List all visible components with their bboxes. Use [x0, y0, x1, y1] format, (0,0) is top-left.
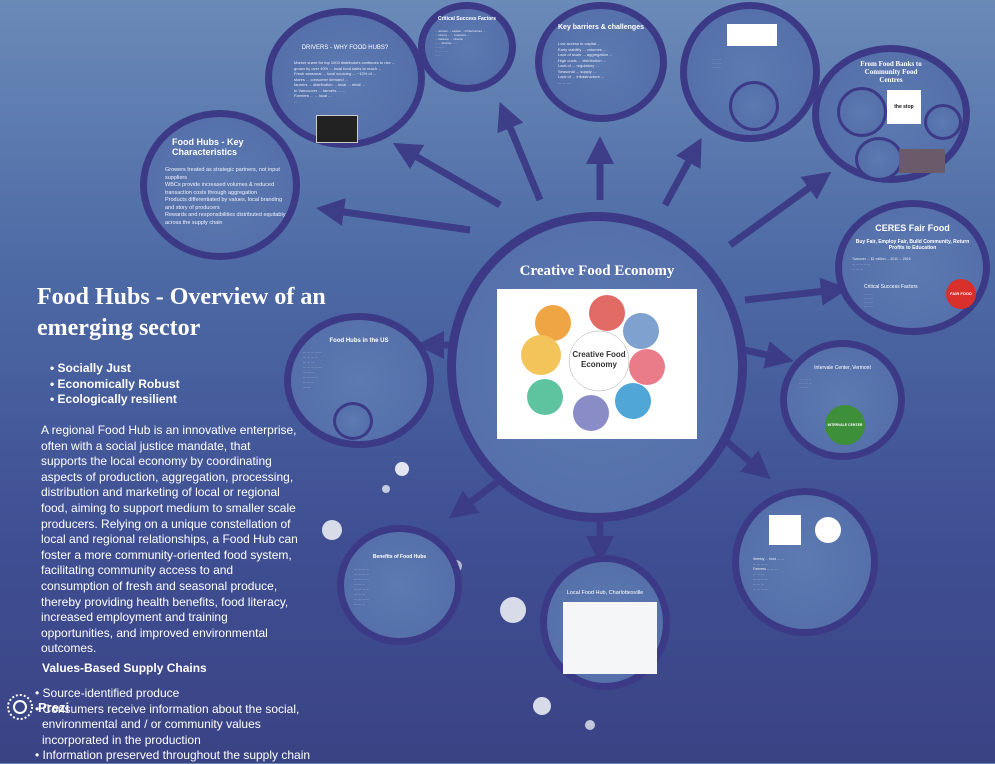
barriers-text: Low access to capital ... Early viabilit…	[558, 41, 613, 85]
circle-ceres[interactable]: CERES Fair Food Buy Fair, Employ Fair, B…	[835, 200, 990, 335]
bottom-right-logo-2	[815, 517, 841, 543]
center-diagram: Creative Food Economy	[497, 289, 697, 439]
list-item: environmental and / or community values	[42, 717, 261, 732]
pillar-item: • Socially Just	[50, 361, 131, 375]
ceres-subtitle-2: Critical Success Factors	[864, 284, 918, 290]
barriers-title: Key barriers & challenges	[558, 24, 644, 31]
snow-dot	[322, 520, 342, 540]
food-banks-photo	[899, 149, 945, 173]
charlottesville-diagram	[563, 602, 657, 674]
food-banks-sub-circle-2	[924, 104, 962, 140]
circle-creative-food-economy[interactable]: Creative Food Economy Creative Food Econ…	[447, 212, 747, 522]
food-banks-sub-circle	[837, 87, 887, 137]
benefits-title: Benefits of Food Hubs	[372, 554, 427, 560]
center-title: Creative Food Economy	[519, 263, 675, 279]
bottom-right-text: Weekly ... food ... ... ... ... ... ... …	[753, 557, 784, 591]
intervale-title: Intervale Center, Vermont	[814, 365, 871, 371]
circle-benefits[interactable]: Benefits of Food Hubs ... ... ... ......…	[337, 525, 462, 645]
ceres-subtitle: Buy Fair, Employ Fair, Build Community, …	[855, 239, 970, 251]
prezi-logo[interactable]: Prezi	[6, 694, 69, 720]
pillars-list: • Socially Just • Economically Robust • …	[50, 361, 180, 408]
ceres-success-text: ... ... ...... ... ...... ... ...... ...…	[864, 292, 874, 308]
circle-food-banks[interactable]: From Food Banks to Community Food Centre…	[812, 45, 970, 183]
drivers-title: DRIVERS - WHY FOOD HUBS?	[301, 45, 389, 51]
snow-dot	[382, 485, 390, 493]
circle-charlottesville[interactable]: Local Food Hub, Charlottesville	[540, 555, 670, 690]
list-item: • Information preserved throughout the s…	[35, 748, 311, 763]
drivers-photo	[316, 115, 358, 143]
circle-critical-success[interactable]: Critical Success Factors ... access ... …	[418, 2, 516, 92]
food-hubs-us-sub-circle	[333, 402, 373, 440]
circle-community-logo[interactable]: ... ... ...... ... ...... ... ...	[680, 2, 820, 142]
drivers-text: Market share for top 1000 distributors c…	[294, 60, 396, 104]
circle-bottom-right[interactable]: Weekly ... food ... ... ... ... ... ... …	[732, 488, 878, 636]
list-item: Products differentiated by values, local…	[165, 197, 282, 211]
intervale-text: ... ... ... ...... ... ... ...... ... ..…	[799, 377, 812, 389]
critical-success-text: ... access ... capital ... infrastructur…	[435, 29, 486, 57]
food-banks-sub-circle-3	[855, 137, 903, 181]
list-item: WBCs provide increased volumes & reduced…	[165, 182, 275, 196]
snow-dot	[585, 720, 595, 730]
list-item: Growers treated as strategic partners, n…	[165, 167, 280, 181]
critical-success-title: Critical Success Factors	[437, 16, 497, 22]
bottom-right-logo-1	[769, 515, 801, 545]
ceres-title: CERES Fair Food	[875, 223, 950, 233]
circle-key-characteristics[interactable]: Food Hubs - Key Characteristics Growers …	[140, 110, 300, 260]
community-text: ... ... ...... ... ...... ... ...	[712, 57, 722, 69]
prezi-logo-icon	[7, 694, 33, 720]
snow-dot	[533, 697, 551, 715]
list-item: Rewards and responsibilities distributed…	[165, 212, 286, 226]
food-hubs-us-title: Food Hubs in the US	[329, 338, 389, 344]
pillar-item: • Economically Robust	[50, 376, 180, 391]
circle-food-hubs-us[interactable]: Food Hubs in the US ... ... ... ... ....…	[284, 313, 434, 448]
svg-text:Creative Food: Creative Food	[572, 350, 625, 359]
list-item: • Source-identified produce	[35, 686, 180, 700]
main-title: Food Hubs - Overview of an emerging sect…	[37, 284, 326, 341]
benefits-text: ... ... ... ...... ... ... ...... ... ..…	[354, 567, 369, 606]
circle-intervale[interactable]: Intervale Center, Vermont ... ... ... ..…	[780, 340, 905, 460]
snow-dot	[500, 597, 526, 623]
prezi-label: Prezi	[38, 699, 70, 715]
circle-barriers[interactable]: Key barriers & challenges Low access to …	[535, 2, 667, 122]
community-sub-circle	[729, 81, 779, 131]
circle-drivers[interactable]: DRIVERS - WHY FOOD HUBS? Market share fo…	[265, 8, 425, 148]
food-hubs-us-text: ... ... ... ... ...... ... ... ...... ..…	[303, 350, 322, 389]
pillar-item: • Ecologically resilient	[50, 392, 177, 406]
svg-text:Economy: Economy	[581, 360, 618, 369]
key-characteristics-title: Food Hubs - Key Characteristics	[172, 137, 244, 157]
list-item: • Consumers receive information about th…	[35, 701, 300, 716]
values-list: • Source-identified produce • Consumers …	[35, 686, 310, 764]
list-item: incorporated in the production	[42, 732, 201, 747]
petal-diagram: Creative Food Economy	[521, 295, 665, 431]
values-title: Values-Based Supply Chains	[42, 661, 207, 675]
fair-food-logo: FAIR FOOD	[946, 279, 976, 309]
charlottesville-title: Local Food Hub, Charlottesville	[566, 590, 644, 596]
ceres-text: Turnover ... $1 million ... 2011 ... 201…	[852, 257, 911, 271]
food-banks-title: From Food Banks to Community Food Centre…	[860, 60, 922, 84]
intervale-logo: INTERVALE CENTER	[825, 405, 865, 445]
intro-paragraph: A regional Food Hub is an innovative ent…	[41, 423, 298, 656]
community-logo	[727, 24, 777, 46]
key-characteristics-list: Growers treated as strategic partners, n…	[165, 167, 290, 227]
the-stop-logo: the stop	[887, 90, 921, 124]
snow-dot	[395, 462, 409, 476]
